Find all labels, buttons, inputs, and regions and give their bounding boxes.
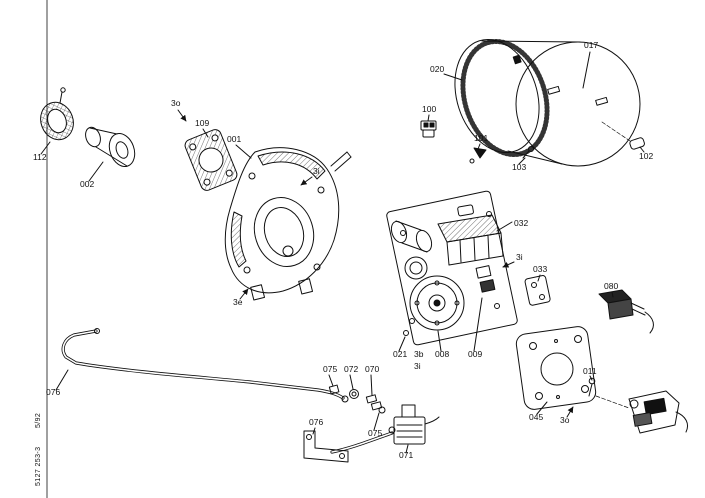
screw-011-drawing <box>588 377 596 397</box>
leader-line-071 <box>405 444 409 454</box>
plug-080-drawing <box>598 289 654 334</box>
part-labels-layer: 020 017 100 101 102 103 112 002 3o 109 001 3i 3e 032 3… <box>33 40 653 460</box>
leader-line-076 <box>312 427 316 435</box>
leader-line-032 <box>496 221 513 232</box>
screw-103-drawing <box>522 146 534 159</box>
part-label-001: 001 <box>227 134 241 144</box>
fittings-drawing <box>328 384 386 414</box>
leader-line-002 <box>88 161 104 182</box>
ignition-unit-drawing <box>437 204 504 266</box>
plug-100-drawing <box>420 120 437 138</box>
leader-line-3i <box>300 176 313 186</box>
leader-line-020 <box>443 73 463 81</box>
part-label-075: 075 <box>323 364 337 374</box>
part-label-3b: 3b <box>414 349 424 359</box>
part-label-3o: 3o <box>560 415 570 425</box>
document-number: 5127 253-3 <box>35 447 42 486</box>
part-label-032: 032 <box>514 218 528 228</box>
leader-line-3e <box>239 288 249 300</box>
part-label-020: 020 <box>430 64 444 74</box>
leader-line-112 <box>40 141 51 155</box>
leader-line-045 <box>536 401 548 415</box>
bracket-033-drawing <box>524 275 551 306</box>
leader-line-100 <box>427 114 430 122</box>
leader-line-001 <box>235 144 252 159</box>
leader-line-103 <box>518 157 526 165</box>
solenoid-valve-071-drawing <box>388 404 440 445</box>
oil-pipe-076-drawing <box>61 328 349 403</box>
leader-line-109 <box>202 128 209 138</box>
grommet-102-drawing <box>601 121 645 150</box>
part-label-076: 076 <box>309 417 323 427</box>
leader-line-075 <box>373 412 380 431</box>
leader-line-101 <box>477 143 481 150</box>
part-label-3i: 3i <box>414 361 421 371</box>
part-label-101: 101 <box>474 133 488 143</box>
part-label-3i: 3i <box>516 252 523 262</box>
flange-plate-045-drawing <box>515 326 597 410</box>
leader-line-3o <box>566 406 574 418</box>
leader-line-021 <box>398 336 406 352</box>
part-label-033: 033 <box>533 264 547 274</box>
part-label-109: 109 <box>195 118 209 128</box>
leader-line-008 <box>437 330 442 352</box>
part-label-017: 017 <box>584 40 598 50</box>
leader-line-102 <box>639 146 645 153</box>
part-label-103: 103 <box>512 162 526 172</box>
part-label-045: 045 <box>529 412 543 422</box>
leader-line-080 <box>611 291 614 298</box>
flame-tube-002-drawing <box>85 126 136 167</box>
part-label-072: 072 <box>344 364 358 374</box>
part-label-002: 002 <box>80 179 94 189</box>
part-label-102: 102 <box>639 151 653 161</box>
leader-line-076 <box>55 369 69 391</box>
gasket-109-drawing <box>184 129 238 191</box>
part-label-100: 100 <box>422 104 436 114</box>
part-label-3i: 3i <box>313 166 320 176</box>
leader-line-3i <box>502 261 515 268</box>
burner-cover-drawing <box>454 38 641 167</box>
leader-line-011 <box>589 375 593 381</box>
part-label-008: 008 <box>435 349 449 359</box>
leader-line-072 <box>349 374 354 390</box>
blast-tube-drawing <box>390 220 433 253</box>
part-label-070: 070 <box>365 364 379 374</box>
part-label-112: 112 <box>33 152 47 162</box>
edition-code: 5/92 <box>35 413 42 428</box>
part-label-3e: 3e <box>233 297 243 307</box>
leader-line-009 <box>473 297 483 352</box>
oil-pipe-short-drawing <box>330 431 394 454</box>
leader-line-017 <box>582 51 591 89</box>
flange-ring-112-drawing <box>40 87 74 141</box>
pump-connector-drawing <box>595 390 689 434</box>
part-label-3o: 3o <box>171 98 181 108</box>
part-label-021: 021 <box>393 349 407 359</box>
part-label-071: 071 <box>399 450 413 460</box>
motor-008-drawing <box>403 275 465 336</box>
mounting-plate-032-drawing <box>386 190 518 346</box>
connector-009-drawing <box>475 265 496 293</box>
part-label-080: 080 <box>604 281 618 291</box>
leader-line-070 <box>370 374 373 396</box>
part-label-011: 011 <box>583 366 597 376</box>
part-label-075: 075 <box>368 428 382 438</box>
leader-line-075 <box>328 374 334 387</box>
leader-line-033 <box>537 274 541 282</box>
burner-housing-001-drawing <box>224 147 352 301</box>
clip-101-drawing <box>469 147 487 164</box>
part-label-076: 076 <box>46 387 60 397</box>
part-label-009: 009 <box>468 349 482 359</box>
leader-line-3o <box>177 109 187 122</box>
bracket-076-drawing <box>303 430 349 463</box>
